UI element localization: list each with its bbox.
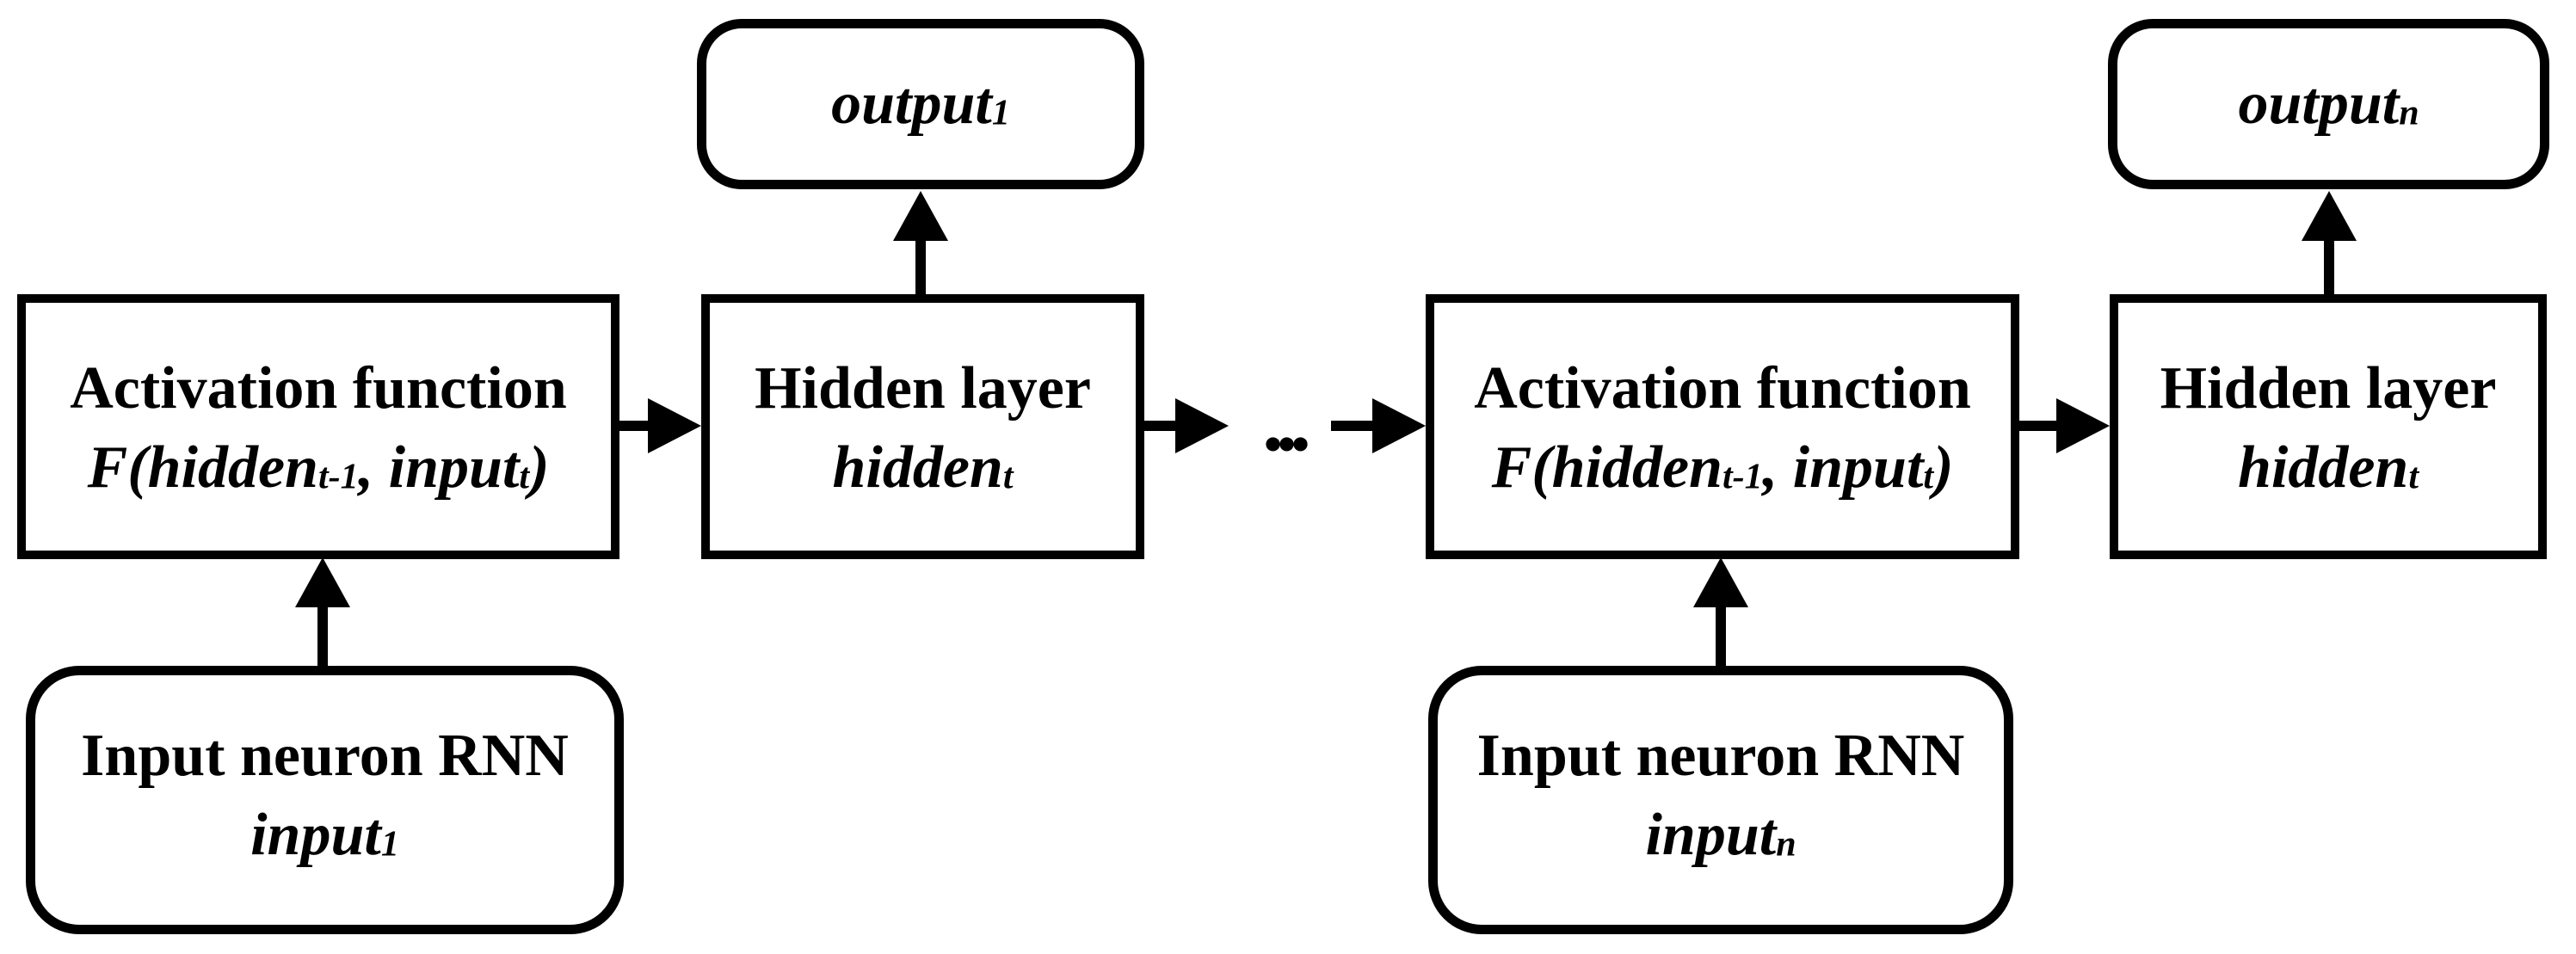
arrowhead-right-icon	[648, 398, 701, 453]
hidden-layer-2-state: hiddent	[2238, 428, 2419, 516]
formula-close: )	[1933, 434, 1954, 501]
input-value-text: input	[1645, 801, 1777, 868]
arrowhead-right-icon	[2056, 398, 2110, 453]
arrow-shaft	[1331, 421, 1374, 431]
arrowhead-up-icon	[2302, 191, 2357, 241]
activation-function-2-formula: F(hiddent-1, inputt)	[1492, 428, 1954, 516]
output-n-text: output	[2238, 70, 2400, 137]
arrowhead-right-icon	[1175, 398, 1229, 453]
arrowhead-right-icon	[1372, 398, 1426, 453]
hidden-state-subscript: t	[1002, 457, 1014, 497]
arrow-shaft	[2324, 237, 2334, 298]
activation-function-1-title: Activation function	[70, 354, 567, 422]
hidden-state-subscript: t	[2408, 457, 2419, 497]
arrow-shaft	[915, 237, 926, 298]
formula-subscript-t-1: t-1	[1722, 457, 1763, 497]
input-value-text: input	[250, 801, 381, 868]
input-value-subscript: n	[1776, 824, 1796, 865]
arrow-shaft	[1139, 421, 1177, 431]
arrow-shaft	[317, 602, 328, 669]
arrowhead-up-icon	[295, 557, 350, 607]
formula-subscript-t-1: t-1	[317, 457, 359, 497]
input-neuron-1-box: Input neuron RNN input1	[26, 666, 624, 934]
activation-function-2-title: Activation function	[1474, 354, 1971, 422]
output-1-label: output1	[831, 65, 1010, 152]
output-n-box: outputn	[2108, 19, 2549, 189]
arrow-shaft	[1716, 602, 1726, 669]
hidden-layer-1-state: hiddent	[832, 428, 1013, 516]
hidden-state-text: hidden	[832, 434, 1003, 501]
activation-function-1-formula: F(hiddent-1, inputt)	[88, 428, 550, 516]
hidden-layer-1-title: Hidden layer	[755, 354, 1091, 422]
activation-function-1-box: Activation function F(hiddent-1, inputt)	[17, 294, 619, 559]
input-neuron-n-box: Input neuron RNN inputn	[1428, 666, 2013, 934]
activation-function-2-box: Activation function F(hiddent-1, inputt)	[1426, 294, 2019, 559]
arrow-shaft	[2017, 421, 2058, 431]
output-1-subscript: 1	[991, 93, 1010, 133]
output-1-box: output1	[697, 19, 1144, 189]
hidden-layer-2-box: Hidden layer hiddent	[2110, 294, 2547, 559]
formula-mid: , input	[1762, 434, 1924, 501]
input-neuron-n-value: inputn	[1645, 796, 1796, 883]
output-1-text: output	[831, 70, 992, 137]
formula-subscript-t: t	[519, 457, 530, 497]
input-neuron-1-title: Input neuron RNN	[81, 722, 569, 789]
arrowhead-up-icon	[1693, 557, 1748, 607]
formula-prefix: F(hidden	[1491, 434, 1722, 501]
hidden-state-text: hidden	[2237, 434, 2409, 501]
arrow-shaft	[613, 421, 650, 431]
input-neuron-1-value: input1	[250, 796, 399, 883]
timestep-ellipsis: ...	[1262, 373, 1311, 469]
formula-mid: , input	[358, 434, 520, 501]
output-n-label: outputn	[2238, 65, 2419, 152]
output-n-subscript: n	[2399, 93, 2419, 133]
input-value-subscript: 1	[380, 824, 399, 865]
formula-prefix: F(hidden	[87, 434, 318, 501]
hidden-layer-2-title: Hidden layer	[2160, 354, 2497, 422]
input-neuron-n-title: Input neuron RNN	[1476, 722, 1965, 789]
arrowhead-up-icon	[893, 191, 948, 241]
hidden-layer-1-box: Hidden layer hiddent	[701, 294, 1144, 559]
formula-close: )	[529, 434, 550, 501]
formula-subscript-t: t	[1923, 457, 1934, 497]
